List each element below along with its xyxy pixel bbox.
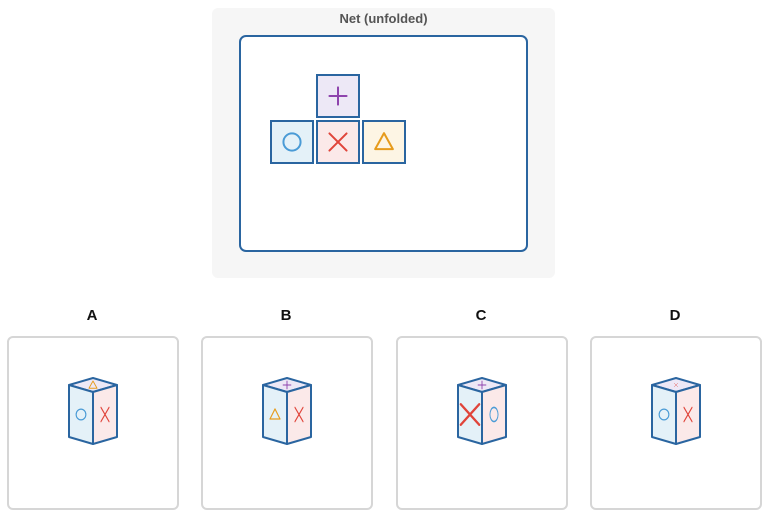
net-face-circle: [270, 120, 314, 164]
net-circle-icon: [282, 132, 302, 152]
option-a-box[interactable]: [7, 336, 179, 510]
cube-left-circle-icon: [75, 408, 87, 421]
option-b-cube: [262, 377, 312, 445]
cube-top-triangle-icon: [88, 380, 98, 389]
cube-top-cross-icon: [674, 383, 678, 387]
net-frame: [239, 35, 528, 252]
cube: [651, 377, 701, 445]
option-d-box[interactable]: [590, 336, 762, 510]
cube-left-face: [68, 384, 94, 445]
cube-top-plus-icon: [282, 380, 292, 390]
option-d-cube: [651, 377, 701, 445]
cube-right-circle-icon: [489, 406, 499, 423]
cube-top-plus-icon: [477, 380, 487, 390]
option-d-label: D: [669, 307, 681, 324]
cube: [68, 377, 118, 445]
option-b-label: B: [280, 307, 292, 324]
net-face-triangle: [362, 120, 406, 164]
net-title: Net (unfolded): [339, 11, 428, 26]
cube: [457, 377, 507, 445]
cube-left-face: [651, 384, 677, 445]
net-diagram: [270, 74, 406, 164]
option-c-cube: [457, 377, 507, 445]
option-c-label: C: [475, 307, 487, 324]
cube-right-cross-icon: [294, 406, 304, 423]
cube-left-triangle-icon: [269, 408, 281, 420]
option-a-label: A: [86, 307, 98, 324]
option-c-box[interactable]: [396, 336, 568, 510]
cube-left-circle-icon: [658, 408, 670, 421]
net-panel: Net (unfolded): [212, 8, 555, 278]
cube-right-cross-icon: [100, 406, 110, 423]
option-a-cube: [68, 377, 118, 445]
cube-right-face: [481, 384, 507, 445]
cube-left-face: [262, 384, 288, 445]
net-face-plus: [316, 74, 360, 118]
net-plus-icon: [328, 86, 348, 106]
cube-left-cross-icon: [459, 403, 481, 426]
option-b-box[interactable]: [201, 336, 373, 510]
net-triangle-icon: [374, 132, 394, 151]
cube: [262, 377, 312, 445]
net-cross-icon: [328, 132, 348, 152]
cube-right-cross-icon: [683, 406, 693, 423]
